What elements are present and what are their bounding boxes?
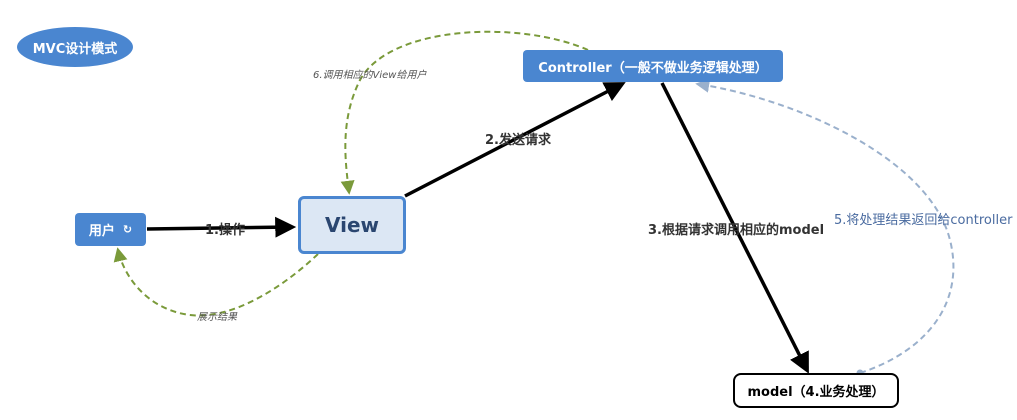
model-node: model（4.业务处理） xyxy=(733,373,899,408)
user-node-label: 用户 xyxy=(88,224,115,239)
edge-view-to-user xyxy=(113,247,319,317)
label-call-model: 3.根据请求调用相应的model xyxy=(648,223,825,238)
view-node: View xyxy=(298,196,406,254)
label-return-result: 5.将处理结果返回给controller xyxy=(834,213,1013,228)
edge-controller-to-view xyxy=(340,30,589,195)
edge-model-to-controller xyxy=(695,78,955,374)
controller-node: Controller（一般不做业务逻辑处理） xyxy=(523,50,783,82)
edge-controller-to-model xyxy=(660,82,809,374)
label-show-result: 展示结果 xyxy=(197,312,237,323)
diagram-title-node: MVC设计模式 xyxy=(17,27,133,67)
label-send-request: 2.发送请求 xyxy=(485,133,551,148)
user-node: 用户 ↻ xyxy=(75,213,146,246)
label-operate: 1.操作 xyxy=(205,223,245,238)
edge-view-to-controller xyxy=(404,82,626,198)
edge-user-to-view xyxy=(146,216,297,238)
label-call-view: 6.调用相应的View给用户 xyxy=(313,70,427,81)
refresh-icon: ↻ xyxy=(122,223,133,236)
